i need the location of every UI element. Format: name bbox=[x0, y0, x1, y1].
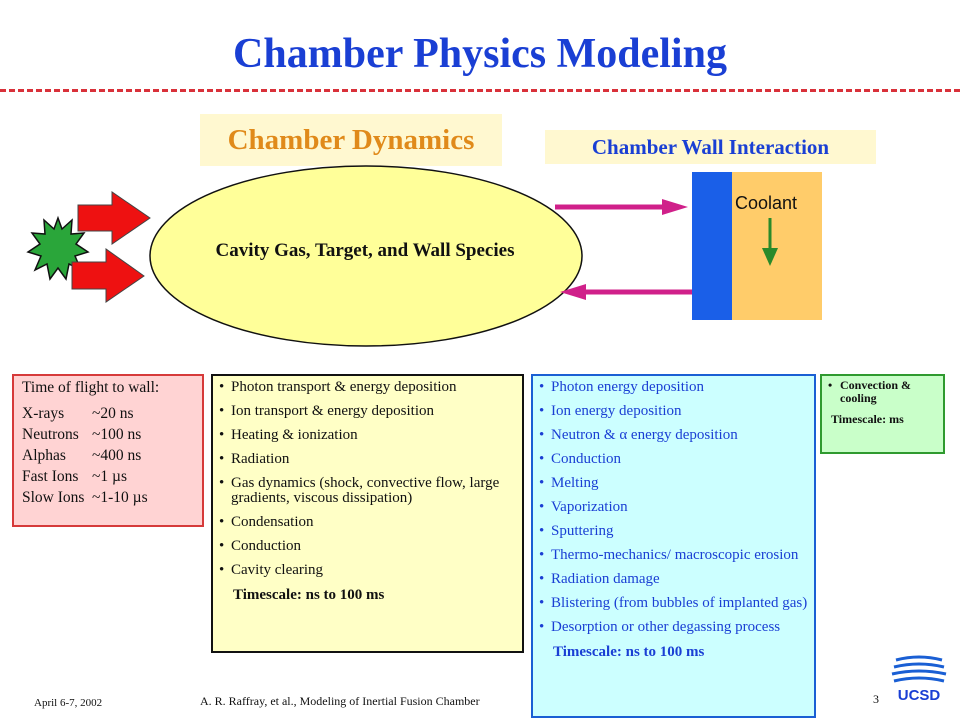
tof-particle: Fast Ions bbox=[22, 468, 79, 485]
coolant-label: Coolant bbox=[735, 193, 798, 213]
tof-time: ~1 µs bbox=[92, 468, 127, 485]
wall-timescale: Timescale: ns to 100 ms bbox=[553, 644, 705, 660]
wall-interaction-box: Photon energy deposition Ion energy depo… bbox=[531, 374, 816, 718]
list-item: Ion transport & energy deposition bbox=[219, 404, 516, 420]
time-of-flight-heading: Time of flight to wall: bbox=[22, 379, 160, 396]
cavity-label: Cavity Gas, Target, and Wall Species bbox=[215, 240, 515, 261]
list-item: Sputtering bbox=[539, 524, 808, 540]
red-arrow-icon bbox=[77, 191, 151, 245]
logo-text: UCSD bbox=[898, 687, 941, 704]
coolant-region bbox=[732, 172, 822, 320]
tof-row: X-rays ~20 ns bbox=[22, 403, 194, 424]
list-item: Ion energy deposition bbox=[539, 404, 808, 420]
tof-time: ~400 ns bbox=[92, 447, 142, 464]
chamber-wall-interaction-label: Chamber Wall Interaction bbox=[545, 130, 876, 164]
list-item: Heating & ionization bbox=[219, 428, 516, 444]
coolant-box: Convection & cooling Timescale: ms bbox=[820, 374, 945, 454]
list-item: Melting bbox=[539, 476, 808, 492]
red-arrow-icon bbox=[71, 248, 145, 303]
list-item: Convection & cooling bbox=[828, 379, 937, 405]
page-title: Chamber Physics Modeling bbox=[233, 31, 727, 77]
list-item: Conduction bbox=[219, 539, 516, 555]
page-number: 3 bbox=[873, 692, 879, 706]
title-divider bbox=[0, 89, 960, 92]
cavity-ellipse bbox=[149, 165, 583, 347]
list-item: Condensation bbox=[219, 515, 516, 531]
coolant-timescale: Timescale: ms bbox=[831, 412, 904, 426]
list-item: Neutron & α energy deposition bbox=[539, 428, 808, 444]
chamber-diagram bbox=[26, 165, 822, 347]
tof-time: ~20 ns bbox=[92, 405, 134, 422]
list-item: Radiation bbox=[219, 452, 516, 468]
chamber-dynamics-label: Chamber Dynamics bbox=[200, 114, 502, 166]
list-item: Radiation damage bbox=[539, 572, 808, 588]
tof-time: ~1-10 µs bbox=[92, 489, 148, 506]
footer-author: A. R. Raffray, et al., Modeling of Inert… bbox=[200, 694, 480, 708]
list-item: Blistering (from bubbles of implanted ga… bbox=[539, 596, 808, 612]
list-item: Vaporization bbox=[539, 500, 808, 516]
list-item: Photon energy deposition bbox=[539, 380, 808, 396]
tof-particle: X-rays bbox=[22, 405, 65, 422]
tof-particle: Alphas bbox=[22, 447, 66, 464]
tof-row: Alphas ~400 ns bbox=[22, 445, 194, 466]
tof-particle: Slow Ions bbox=[22, 489, 85, 506]
dynamics-timescale: Timescale: ns to 100 ms bbox=[233, 587, 385, 603]
list-item: Photon transport & energy deposition bbox=[219, 380, 516, 396]
tof-particle: Neutrons bbox=[22, 426, 79, 443]
tof-row: Neutrons ~100 ns bbox=[22, 424, 194, 445]
tof-row: Slow Ions ~1-10 µs bbox=[22, 487, 194, 508]
list-item: Thermo-mechanics/ macroscopic erosion bbox=[539, 548, 808, 564]
time-of-flight-box: Time of flight to wall: X-rays ~20 ns Neu… bbox=[12, 374, 204, 527]
footer-date: April 6-7, 2002 bbox=[34, 697, 103, 709]
wall-slab bbox=[692, 172, 732, 320]
list-item: Cavity clearing bbox=[219, 563, 516, 579]
chamber-dynamics-box: Photon transport & energy deposition Ion… bbox=[211, 374, 524, 653]
list-item: Conduction bbox=[539, 452, 808, 468]
list-item: Desorption or other degassing process bbox=[539, 620, 808, 636]
ucsd-logo-icon: UCSD bbox=[891, 655, 947, 704]
list-item: Gas dynamics (shock, convective flow, la… bbox=[219, 476, 516, 506]
tof-time: ~100 ns bbox=[92, 426, 142, 443]
tof-row: Fast Ions ~1 µs bbox=[22, 466, 194, 487]
